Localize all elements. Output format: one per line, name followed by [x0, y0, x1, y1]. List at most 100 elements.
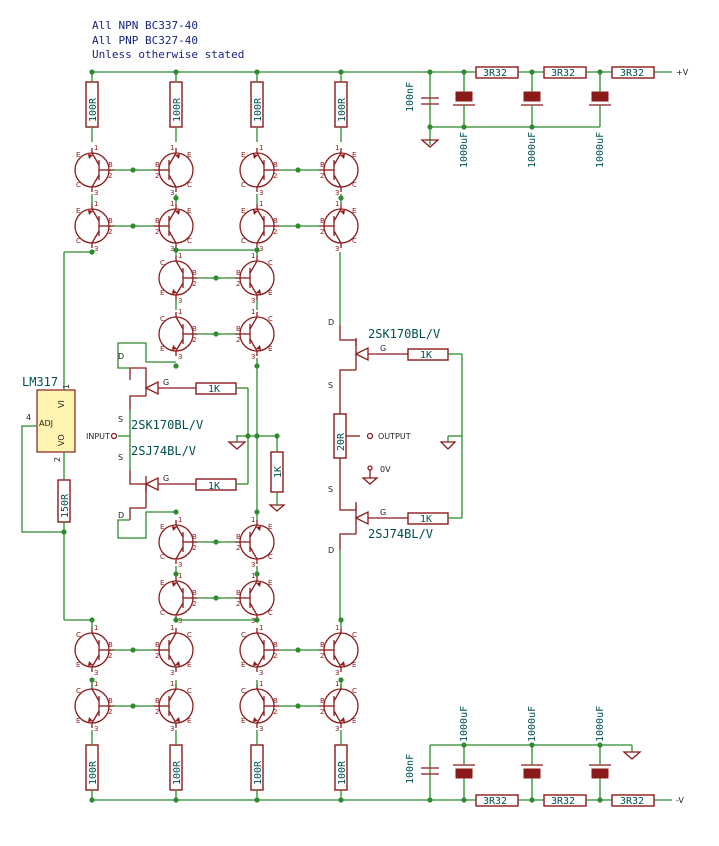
pin-b: B	[236, 589, 241, 597]
jfet-n-label: 2SK170BL/V	[131, 418, 203, 432]
pin-b: B	[320, 697, 325, 705]
regulator-vo: VO	[57, 434, 66, 446]
pin-g-3: G	[380, 344, 386, 353]
r-100r-8: 100R	[337, 760, 348, 785]
junction-dot	[245, 433, 251, 439]
junction-dot	[295, 167, 301, 173]
pin-1: 1	[259, 200, 263, 208]
pin-3: 3	[259, 725, 263, 733]
pin-3: 3	[259, 189, 263, 197]
pin-top: C	[187, 687, 192, 695]
pin-top: E	[76, 151, 80, 159]
r-1k-3: 1K	[420, 350, 432, 361]
pin-1: 1	[170, 680, 174, 688]
pin-top: E	[187, 207, 191, 215]
pin-g-2: G	[163, 474, 169, 483]
junction-dots	[61, 69, 603, 803]
pin-2: 2	[108, 172, 112, 180]
pin-top: E	[160, 523, 164, 531]
pin-3: 3	[94, 669, 98, 677]
pin-b: B	[155, 217, 160, 225]
pin-b: B	[273, 697, 278, 705]
pin-1: 1	[178, 308, 182, 316]
junction-dot	[597, 797, 603, 803]
note-npn: All NPN BC337-40	[92, 19, 198, 32]
pin-3: 3	[94, 725, 98, 733]
junction-dot	[295, 647, 301, 653]
pin-b: B	[108, 161, 113, 169]
junction-dot	[130, 167, 136, 173]
pin-g-1: G	[163, 378, 169, 387]
junction-dot	[427, 69, 433, 75]
pin-b: B	[320, 641, 325, 649]
r-100r-1: 100R	[88, 97, 99, 122]
r-3r32-bot-2: 3R32	[551, 796, 575, 807]
r-100r-4: 100R	[337, 97, 348, 122]
pin-2: 2	[155, 708, 159, 716]
r-3r32-top-3: 3R32	[620, 68, 644, 79]
pin-3: 3	[251, 353, 255, 361]
jfet-output-stage: 2SK170BL/V 2SJ74BL/V 1K 1K 20R OUTPUT 0V	[328, 252, 463, 620]
pin-3: 3	[170, 245, 174, 253]
pin-top: E	[352, 207, 356, 215]
junction-dot	[173, 195, 179, 201]
pin-2: 2	[273, 228, 277, 236]
r-3r32-top-1: 3R32	[483, 68, 507, 79]
pin-b: B	[108, 217, 113, 225]
pin-2: 2	[108, 228, 112, 236]
pin-b: B	[273, 161, 278, 169]
pin-top: E	[187, 151, 191, 159]
pin-bot: C	[268, 609, 273, 617]
pin-bot: C	[352, 181, 357, 189]
junction-dot	[597, 742, 603, 748]
pin-1: 1	[335, 624, 339, 632]
pin-b: B	[192, 269, 197, 277]
pin-2: 2	[155, 652, 159, 660]
supply-filter-top: 3R32 3R32 3R32 +V 100nF 1000uF 1000uF 10…	[405, 66, 689, 168]
junction-dot	[89, 249, 95, 255]
label-output: OUTPUT	[378, 432, 411, 441]
junction-dot	[427, 124, 433, 130]
junction-dot	[461, 742, 467, 748]
pin-top: E	[160, 579, 164, 587]
pin-b: B	[192, 325, 197, 333]
junction-dot	[89, 69, 95, 75]
junction-dot	[338, 797, 344, 803]
c-100n-top: 100nF	[405, 82, 416, 112]
jfet-input-stage: 2SK170BL/V 2SJ74BL/V 1K 1K INPUT G G D S…	[86, 342, 286, 539]
junction-dot	[130, 223, 136, 229]
junction-dot	[173, 571, 179, 577]
junction-dot	[529, 69, 535, 75]
pin-2: 2	[320, 228, 324, 236]
pin-bot: E	[160, 289, 164, 297]
junction-dot	[254, 571, 260, 577]
junction-dot	[254, 509, 260, 515]
pin-top: C	[268, 259, 273, 267]
junction-dot	[89, 677, 95, 683]
pin-top: E	[268, 523, 272, 531]
pin-2: 2	[155, 172, 159, 180]
pin-top: C	[160, 315, 165, 323]
pin-bot: C	[76, 237, 81, 245]
junction-dot	[529, 124, 535, 130]
regulator-pin4: 4	[26, 413, 31, 422]
junction-dot	[130, 647, 136, 653]
pin-1: 1	[335, 144, 339, 152]
pin-2: 2	[273, 652, 277, 660]
junction-dot	[461, 797, 467, 803]
junction-dot	[254, 617, 260, 623]
pin-top: E	[76, 207, 80, 215]
